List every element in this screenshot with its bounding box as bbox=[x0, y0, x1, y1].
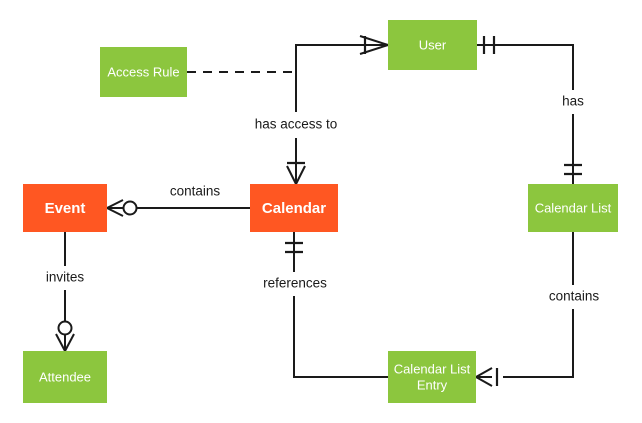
connector-has bbox=[477, 36, 582, 184]
entity-calendar-list-entry-label-line1: Calendar List bbox=[394, 361, 471, 376]
connector-has-access-to bbox=[286, 35, 389, 185]
entity-calendar-list-entry-box[interactable] bbox=[388, 351, 476, 403]
entity-user-label: User bbox=[419, 37, 447, 52]
relationship-label-contains-event-calendar: contains bbox=[170, 184, 221, 199]
entity-calendar-label: Calendar bbox=[262, 200, 326, 217]
entity-user-box[interactable] bbox=[388, 20, 477, 70]
entity-calendar-list-box[interactable] bbox=[528, 184, 618, 232]
relationship-label-invites: invites bbox=[46, 270, 85, 285]
entity-attendee-box[interactable] bbox=[23, 351, 107, 403]
entity-calendar-list-entry-label-line2: Entry bbox=[417, 377, 448, 392]
entity-event-label: Event bbox=[45, 200, 86, 217]
entity-calendar-list[interactable]: Calendar List bbox=[528, 184, 618, 232]
entity-event[interactable]: Event bbox=[23, 184, 107, 232]
relationship-label-has: has bbox=[562, 94, 584, 109]
entity-calendar-box[interactable] bbox=[250, 184, 338, 232]
entity-calendar-list-label: Calendar List bbox=[535, 200, 612, 215]
relationship-label-contains-list-entry: contains bbox=[549, 289, 600, 304]
entity-access-rule-label: Access Rule bbox=[107, 64, 179, 79]
relationship-label-has-access-to: has access to bbox=[255, 117, 338, 132]
entity-calendar[interactable]: Calendar bbox=[250, 184, 338, 232]
connector-invites bbox=[55, 232, 75, 352]
relationship-label-references: references bbox=[263, 276, 327, 291]
connector-contains-event-calendar bbox=[106, 199, 250, 217]
entity-attendee-label: Attendee bbox=[39, 369, 91, 384]
entity-access-rule[interactable]: Access Rule bbox=[100, 47, 187, 97]
connector-references bbox=[285, 232, 388, 378]
entity-access-rule-box[interactable] bbox=[100, 47, 187, 97]
entity-attendee[interactable]: Attendee bbox=[23, 351, 107, 403]
entity-calendar-list-entry[interactable]: Calendar List Entry bbox=[388, 351, 476, 403]
entity-user[interactable]: User bbox=[388, 20, 477, 70]
entity-event-box[interactable] bbox=[23, 184, 107, 232]
connector-contains-list-entry bbox=[475, 232, 574, 387]
